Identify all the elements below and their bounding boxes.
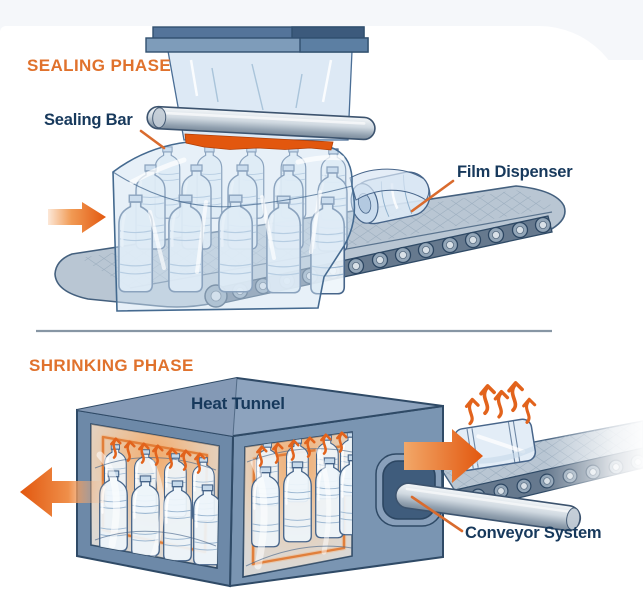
tunnel-window-left xyxy=(90,423,220,569)
label-heat-tunnel: Heat Tunnel xyxy=(191,394,285,413)
tunnel-window-right xyxy=(242,431,353,578)
sealing-bar-cylinder xyxy=(146,105,376,141)
label-conveyor-system: Conveyor System xyxy=(465,524,602,542)
pack-film-wrap xyxy=(112,141,356,312)
leader-line-conveyor xyxy=(410,495,464,533)
leader-line-film-dispenser xyxy=(410,179,455,213)
heat-wave-icons-exit xyxy=(464,381,537,426)
label-sealing-bar: Sealing Bar xyxy=(44,111,133,129)
dispenser-film-sweep xyxy=(349,168,430,201)
shrinking-phase-title: SHRINKING PHASE xyxy=(29,356,194,375)
heat-tunnel xyxy=(76,376,444,588)
exit-arrow-left-icon xyxy=(20,467,108,517)
outfeed-arrow-icon xyxy=(404,429,483,483)
leader-line-sealing-bar xyxy=(139,129,166,150)
label-film-dispenser: Film Dispenser xyxy=(457,163,573,181)
seal-strip-heater xyxy=(184,133,334,151)
sealing-phase-title: SEALING PHASE xyxy=(27,56,172,75)
press-head xyxy=(145,26,369,53)
infeed-arrow-icon xyxy=(48,202,106,233)
conveyor-roller-cylinder xyxy=(395,482,582,532)
